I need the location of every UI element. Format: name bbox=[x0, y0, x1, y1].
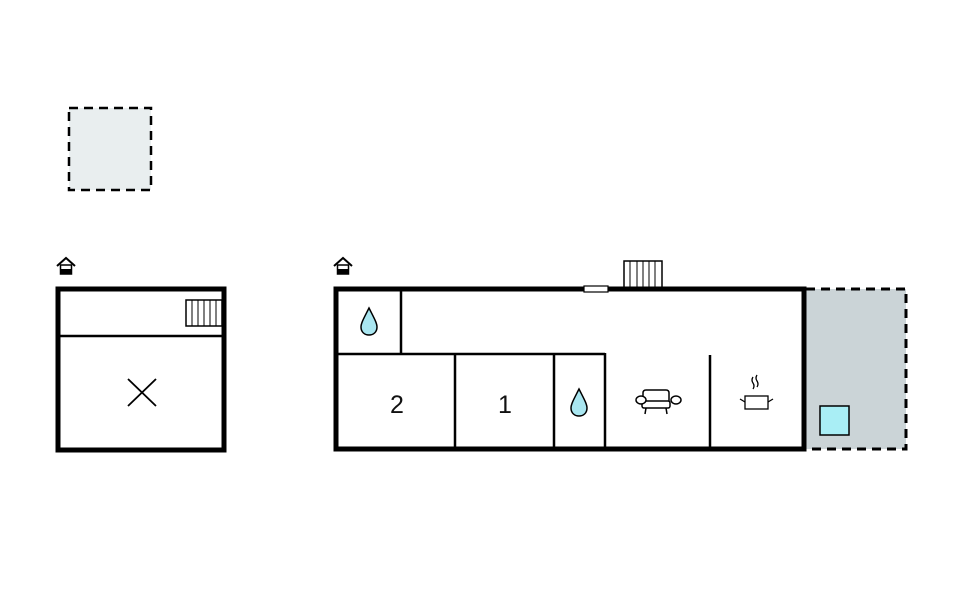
water-drop-icon bbox=[360, 306, 378, 336]
water-drop-icon bbox=[570, 387, 588, 417]
stairs-icon bbox=[623, 260, 663, 289]
room-label-bedroom-1: 1 bbox=[498, 391, 512, 419]
building-main: 2 1 bbox=[333, 256, 807, 452]
sofa-icon bbox=[635, 389, 682, 415]
x-cross-icon bbox=[127, 378, 157, 407]
outdoor-area-top bbox=[67, 106, 153, 192]
window-icon bbox=[583, 285, 609, 293]
pool-icon bbox=[819, 405, 850, 436]
entrance-icon bbox=[333, 256, 353, 275]
entrance-icon bbox=[56, 256, 76, 275]
room-label-bedroom-2: 2 bbox=[390, 391, 404, 419]
cooking-pot-icon bbox=[739, 374, 774, 410]
terrace bbox=[806, 287, 908, 451]
building-left bbox=[55, 256, 227, 453]
stairs-icon bbox=[185, 299, 223, 327]
